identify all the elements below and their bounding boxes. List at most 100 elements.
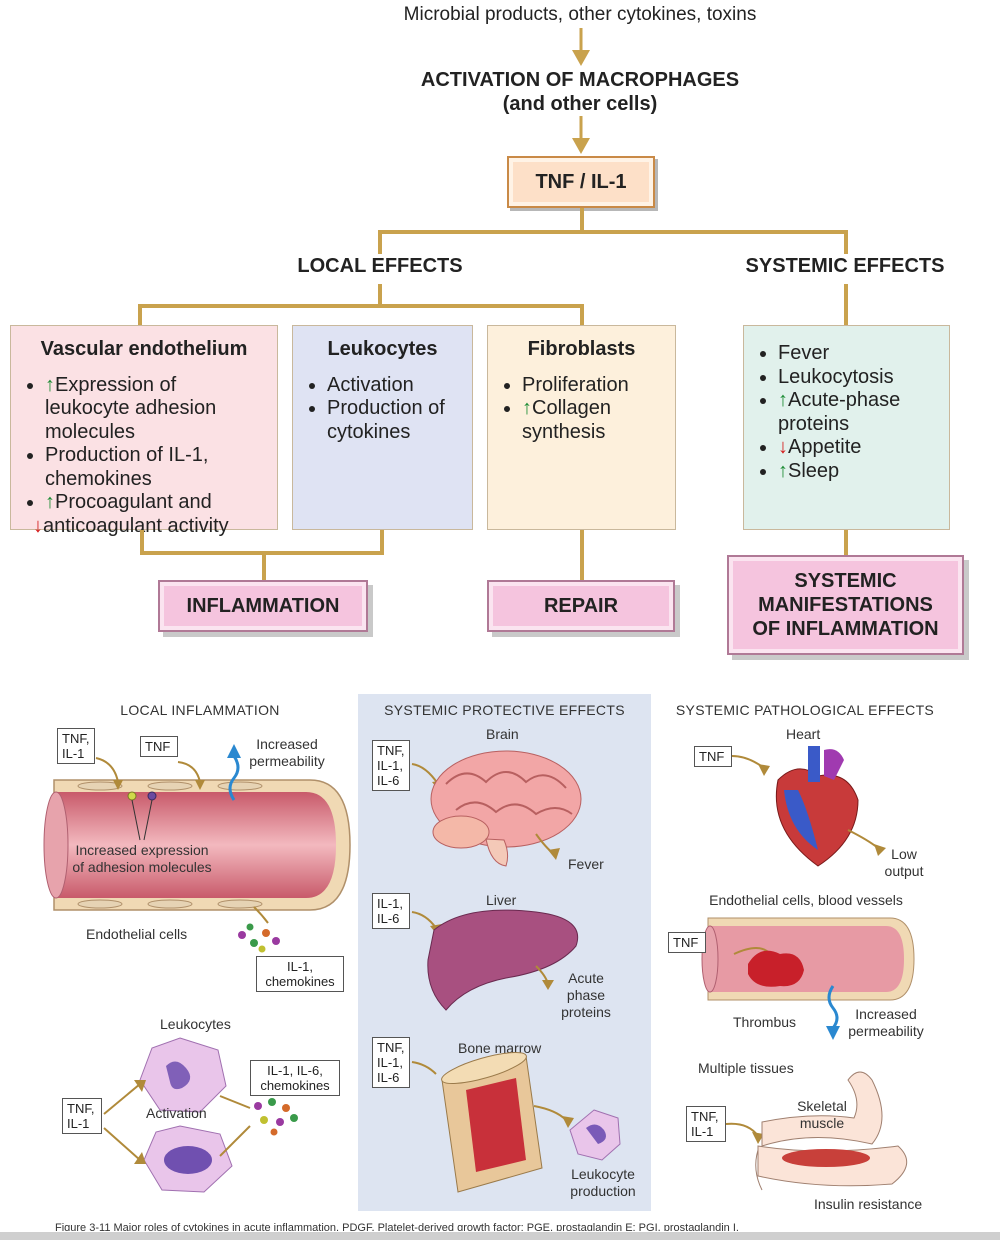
outcome-line: OF INFLAMMATION <box>752 618 939 640</box>
down-arrow-icon <box>572 116 590 154</box>
up-arrow-icon: ↑ <box>522 397 532 419</box>
connector-line <box>580 208 584 232</box>
item-text: Sleep <box>788 459 840 482</box>
source-text: Microbial products, other cytokines, tox… <box>403 4 757 25</box>
leukocytes-label: Leukocytes <box>160 1016 231 1032</box>
endothelial-cells-label: Endothelial cells <box>86 926 188 942</box>
item-text: Collagen synthesis <box>522 397 611 443</box>
tnf-il1-tag: TNF, IL-1 <box>62 1098 102 1134</box>
systemic-effects-panel: Fever Leukocytosis ↑Acute-phase proteins… <box>743 325 950 530</box>
up-arrow-icon: ↑ <box>45 373 55 396</box>
item-text: Production of cytokines <box>327 397 445 443</box>
item-text: anticoagulant activity <box>43 514 229 537</box>
vascular-endothelium-panel: Vascular endothelium ↑Expression of leuk… <box>10 325 278 537</box>
item-text: Procoagulant and <box>55 491 212 513</box>
panel-title: Vascular endothelium <box>40 338 248 360</box>
connector-line <box>138 304 584 308</box>
thrombus-label: Thrombus <box>733 1014 797 1030</box>
list-item: ↑Acute-phase proteins <box>778 389 935 436</box>
systemic-effects-heading: SYSTEMIC EFFECTS <box>745 255 945 277</box>
activation-heading: ACTIVATION OF MACROPHAGES (and other cel… <box>380 68 780 116</box>
activation-line1: ACTIVATION OF MACROPHAGES <box>420 69 740 91</box>
leukocytes-panel: Leukocytes Activation Production of cyto… <box>292 325 473 530</box>
item-text: Acute-phase proteins <box>778 389 901 435</box>
connector-line <box>844 230 848 254</box>
down-arrow-icon: ↓ <box>33 514 43 537</box>
fibroblasts-panel: Fibroblasts Proliferation ↑Collagen synt… <box>487 325 676 530</box>
list-item: Proliferation <box>522 374 661 398</box>
connector-line <box>378 230 382 254</box>
liver-label: Liver <box>486 892 517 908</box>
tnf-il1-tag: TNF, IL-1 <box>57 728 95 764</box>
permeability-arrow-icon <box>826 985 840 1040</box>
fever-label: Fever <box>568 856 604 872</box>
list-item: Fever <box>778 342 935 366</box>
connector-line <box>380 530 384 554</box>
list-item: ↑Collagen synthesis <box>522 397 661 444</box>
liver-icon <box>411 909 578 1011</box>
connector-line <box>844 284 848 326</box>
chemokines-dots-icon <box>238 906 280 953</box>
figure-caption: Figure 3-11 Major roles of cytokines in … <box>55 1222 739 1231</box>
up-arrow-icon: ↑ <box>778 389 788 411</box>
bone-marrow-icon <box>411 1052 621 1193</box>
list-item: Leukocytosis <box>778 366 935 390</box>
protective-effects-title: SYSTEMIC PROTECTIVE EFFECTS <box>384 702 625 718</box>
outcome-line: SYSTEMIC <box>794 570 897 592</box>
connector-line <box>844 530 848 556</box>
heart-tnf-tag: TNF <box>694 746 732 767</box>
skeletal-muscle-label: Skeletal muscle <box>797 1098 847 1131</box>
item-text: Production of IL-1, chemokines <box>45 444 209 490</box>
arrow-icon <box>95 757 205 790</box>
leukocytes-illustration <box>103 1037 251 1193</box>
muscle-tnf-tag: TNF, IL-1 <box>686 1106 726 1142</box>
list-item: Production of IL-1, chemokines <box>45 444 263 491</box>
item-text: Fever <box>778 342 830 364</box>
connector-line <box>138 304 142 326</box>
list-item: ↑Procoagulant and ↓anticoagulant activity <box>33 491 263 538</box>
bottom-bar <box>0 1232 1000 1240</box>
item-text: Proliferation <box>522 373 629 396</box>
connector-line <box>580 304 584 326</box>
outcome-line: MANIFESTATIONS <box>758 594 933 616</box>
brain-icon <box>411 750 582 867</box>
panel-title: Fibroblasts <box>527 338 636 360</box>
list-item: Activation <box>327 374 458 398</box>
thrombus-vessel-icon <box>701 917 915 1001</box>
permeability-arrow-icon <box>227 744 241 801</box>
systemic-manifestations-box: SYSTEMIC MANIFESTATIONS OF INFLAMMATION <box>727 555 964 655</box>
panel-title: Leukocytes <box>327 338 438 360</box>
adhesion-molecules-label: Increased expression of adhesion molecul… <box>72 842 212 875</box>
arm-muscle-icon <box>725 1071 908 1191</box>
inflammation-box: INFLAMMATION <box>158 580 368 632</box>
item-text: Appetite <box>788 436 862 458</box>
marrow-tnf-tag: TNF, IL-1, IL-6 <box>372 1037 410 1088</box>
cytokine-dots-icon <box>254 1098 298 1136</box>
connector-line <box>378 230 848 234</box>
connector-line <box>140 530 144 554</box>
list-item: ↑Sleep <box>778 460 935 484</box>
up-arrow-icon: ↑ <box>45 491 55 513</box>
list-item: ↑Expression of leukocyte adhesion molecu… <box>45 374 263 445</box>
local-inflammation-title: LOCAL INFLAMMATION <box>120 702 280 718</box>
down-arrow-icon: ↓ <box>778 436 788 458</box>
low-output-label: Low output <box>884 846 924 879</box>
item-text: Leukocytosis <box>778 365 894 388</box>
down-arrow-icon <box>572 28 590 66</box>
il1-chemokines-tag: IL-1, chemokines <box>256 956 344 992</box>
pathological-effects-title: SYSTEMIC PATHOLOGICAL EFFECTS <box>675 702 935 718</box>
heart-label: Heart <box>786 726 821 742</box>
connector-line <box>378 284 382 306</box>
list-item: Production of cytokines <box>327 397 458 444</box>
il1-il6-chemokines-tag: IL-1, IL-6, chemokines <box>250 1060 340 1096</box>
repair-box: REPAIR <box>487 580 675 632</box>
activation-label: Activation <box>146 1105 207 1121</box>
activation-line2: (and other cells) <box>502 93 658 115</box>
multiple-tissues-label: Multiple tissues <box>698 1060 794 1076</box>
blood-vessel-illustration <box>43 779 351 911</box>
up-arrow-icon: ↑ <box>778 459 788 482</box>
item-text: Activation <box>327 373 414 396</box>
list-item: ↓Appetite <box>778 436 935 460</box>
leukocyte-production-label: Leukocyte production <box>570 1166 636 1199</box>
endothelial-vessels-label: Endothelial cells, blood vessels <box>709 892 903 908</box>
